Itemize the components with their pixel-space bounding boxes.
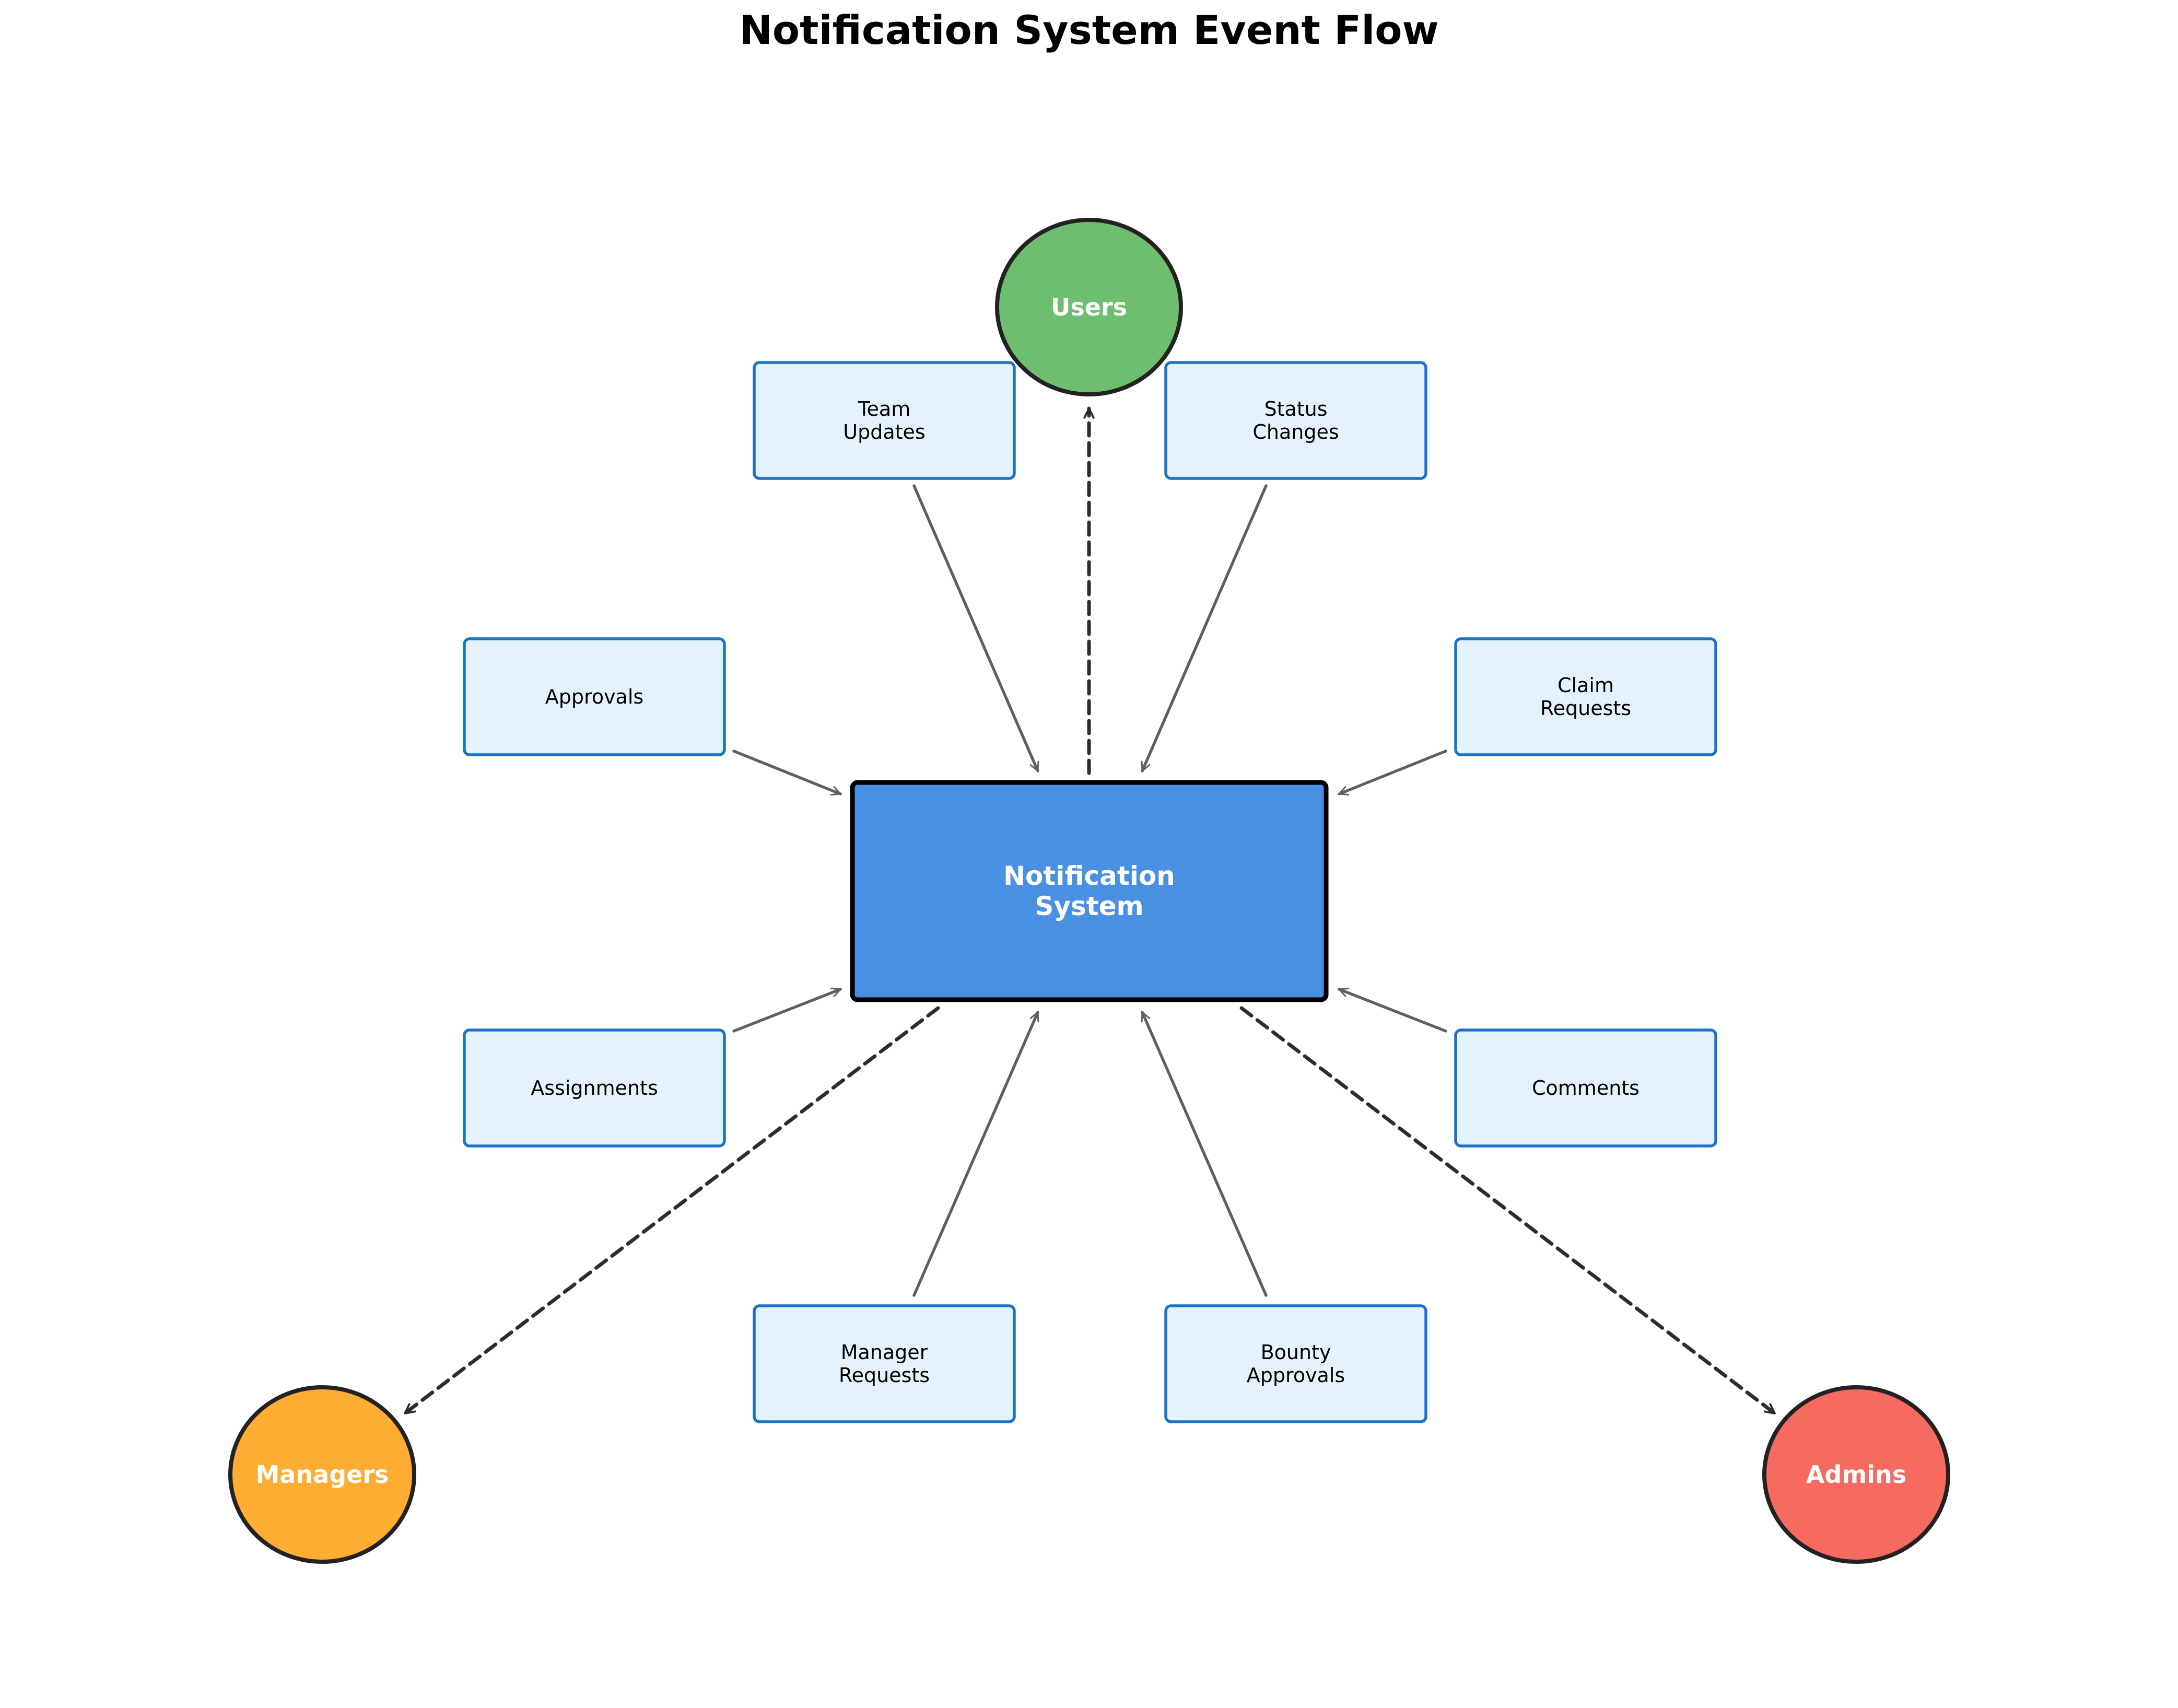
event-box <box>463 637 726 756</box>
recipient-circle <box>228 1385 416 1564</box>
recipient-node-users: Users <box>995 218 1183 396</box>
event-node-approvals: Approvals <box>463 637 726 756</box>
event-label: Assignments <box>531 1077 658 1099</box>
event-box <box>1454 637 1717 756</box>
arrow-manager-requests-to-core <box>912 1011 1039 1297</box>
event-box <box>753 361 1016 480</box>
arrow-core-to-managers <box>403 1006 940 1415</box>
event-label: Updates <box>843 420 925 443</box>
arrow-comments-to-core <box>1338 987 1447 1033</box>
arrow-status-changes-to-core <box>1141 484 1268 773</box>
event-label: Requests <box>839 1364 930 1387</box>
event-node-assignments: Assignments <box>463 1028 726 1148</box>
event-label: Requests <box>1540 697 1631 720</box>
event-label: Approvals <box>545 685 643 708</box>
arrow-team-updates-to-core <box>912 484 1039 773</box>
event-label: Comments <box>1532 1077 1640 1099</box>
event-label: Claim <box>1558 674 1614 697</box>
arrow-claim-requests-to-core <box>1338 750 1447 795</box>
arrow-approvals-to-core <box>732 750 842 795</box>
event-label: Approvals <box>1247 1364 1345 1387</box>
event-label: Bounty <box>1261 1341 1331 1364</box>
arrow-core-to-admins <box>1239 1006 1777 1415</box>
recipient-label: Users <box>1051 293 1127 321</box>
arrow-assignments-to-core <box>732 987 842 1033</box>
event-label: Changes <box>1252 420 1339 443</box>
notification-system-box <box>850 780 1329 1002</box>
event-box <box>1164 361 1427 480</box>
diagram-title: Notification System Event Flow <box>739 7 1438 53</box>
arrow-bounty-approvals-to-core <box>1141 1011 1268 1297</box>
recipient-node-managers: Managers <box>228 1385 416 1564</box>
recipient-circle <box>995 218 1183 396</box>
event-label: Status <box>1264 397 1327 420</box>
recipient-label: Managers <box>256 1460 389 1489</box>
notification-system-label: Notification <box>1003 861 1175 891</box>
event-box <box>463 1028 726 1148</box>
recipient-label: Admins <box>1806 1460 1906 1489</box>
notification-system-label: System <box>1035 891 1143 921</box>
event-box <box>1454 1028 1717 1148</box>
event-label: Manager <box>841 1341 928 1364</box>
recipient-node-admins: Admins <box>1762 1385 1950 1564</box>
arrows-layer <box>403 406 1777 1415</box>
event-box <box>1164 1304 1427 1423</box>
event-label: Team <box>858 397 910 420</box>
event-node-comments: Comments <box>1454 1028 1717 1148</box>
event-box <box>753 1304 1016 1423</box>
recipient-circle <box>1762 1385 1950 1564</box>
